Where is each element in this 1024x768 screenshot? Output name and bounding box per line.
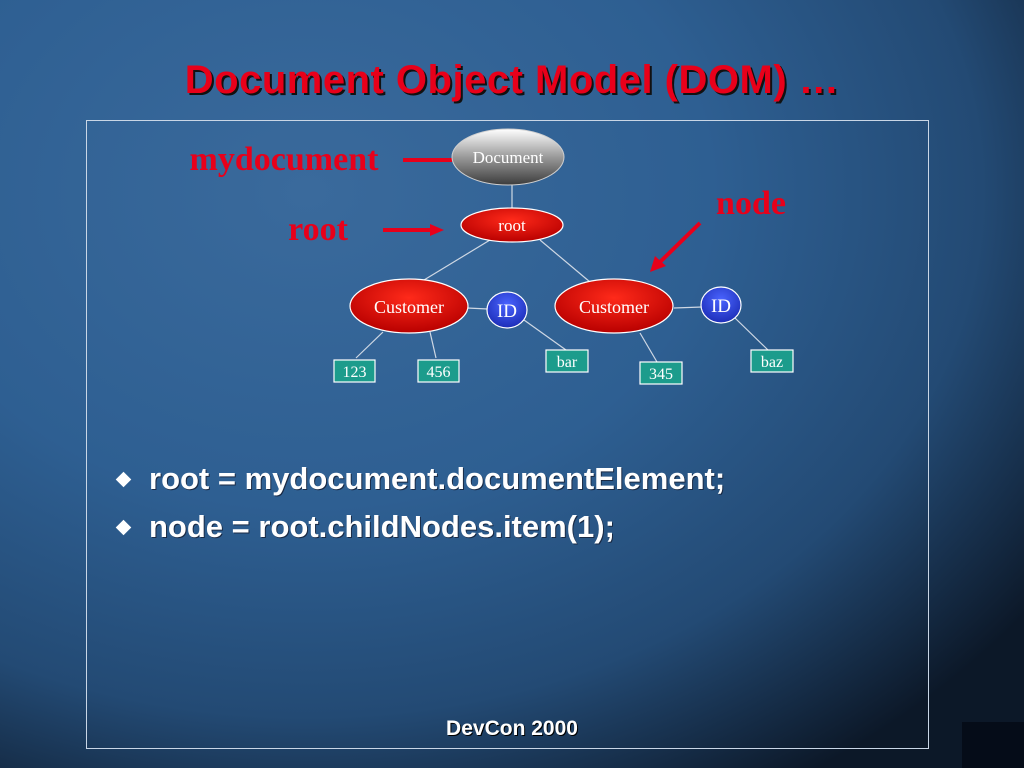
bullet-text: root = mydocument.documentElement; <box>149 461 726 496</box>
text-node-345: 345 <box>639 361 683 385</box>
edge-customer1-123 <box>355 331 384 359</box>
node-id-2-label: ID <box>711 296 731 317</box>
text-node-bar: bar <box>545 349 589 373</box>
tree-connectors <box>355 185 769 363</box>
node-id-1-label: ID <box>497 301 517 322</box>
code-bullet-list: root = mydocument.documentElement; node … <box>112 455 725 551</box>
text-node-123: 123 <box>333 359 376 383</box>
bullet-text: node = root.childNodes.item(1); <box>149 509 615 544</box>
edge-root-customer1 <box>423 239 491 281</box>
text-node-345-label: 345 <box>649 366 673 383</box>
bullet-item: root = mydocument.documentElement; <box>112 455 725 503</box>
edge-id2-baz <box>734 317 769 351</box>
node-root-label: root <box>498 216 526 235</box>
diamond-bullet-icon <box>115 471 132 487</box>
edge-customer1-id1 <box>466 307 489 310</box>
slide-footer: DevCon 2000 <box>446 717 578 740</box>
bullet-item: node = root.childNodes.item(1); <box>112 503 725 551</box>
text-node-bar-label: bar <box>557 354 578 371</box>
pointer-arrows <box>383 158 702 272</box>
edge-customer1-456 <box>429 331 437 359</box>
text-node-123-label: 123 <box>343 364 367 381</box>
text-node-baz-label: baz <box>761 354 783 371</box>
label-node: node <box>716 185 786 222</box>
arrow-node <box>650 221 702 272</box>
node-id-1: ID <box>486 291 528 329</box>
edge-root-customer2 <box>539 239 591 283</box>
node-id-2: ID <box>700 286 742 324</box>
text-node-baz: baz <box>750 349 794 373</box>
node-document: Document <box>451 128 565 186</box>
corner-shade <box>962 722 1024 768</box>
label-mydocument: mydocument <box>190 141 380 178</box>
node-document-label: Document <box>473 148 544 167</box>
slide-title: Document Object Model (DOM) … <box>184 58 840 102</box>
node-root: root <box>460 207 564 243</box>
diamond-bullet-icon <box>115 519 132 535</box>
arrow-root <box>383 224 444 236</box>
node-customer-1: Customer <box>349 278 469 334</box>
text-node-456-label: 456 <box>427 364 451 381</box>
node-customer-2-label: Customer <box>579 297 649 317</box>
edge-customer2-id2 <box>673 306 703 309</box>
label-root: root <box>288 211 348 248</box>
node-customer-2: Customer <box>554 278 674 334</box>
content-frame <box>86 120 929 749</box>
text-node-456: 456 <box>417 359 460 383</box>
node-customer-1-label: Customer <box>374 297 444 317</box>
edge-id1-bar <box>523 319 567 351</box>
edge-customer2-345 <box>639 332 658 363</box>
